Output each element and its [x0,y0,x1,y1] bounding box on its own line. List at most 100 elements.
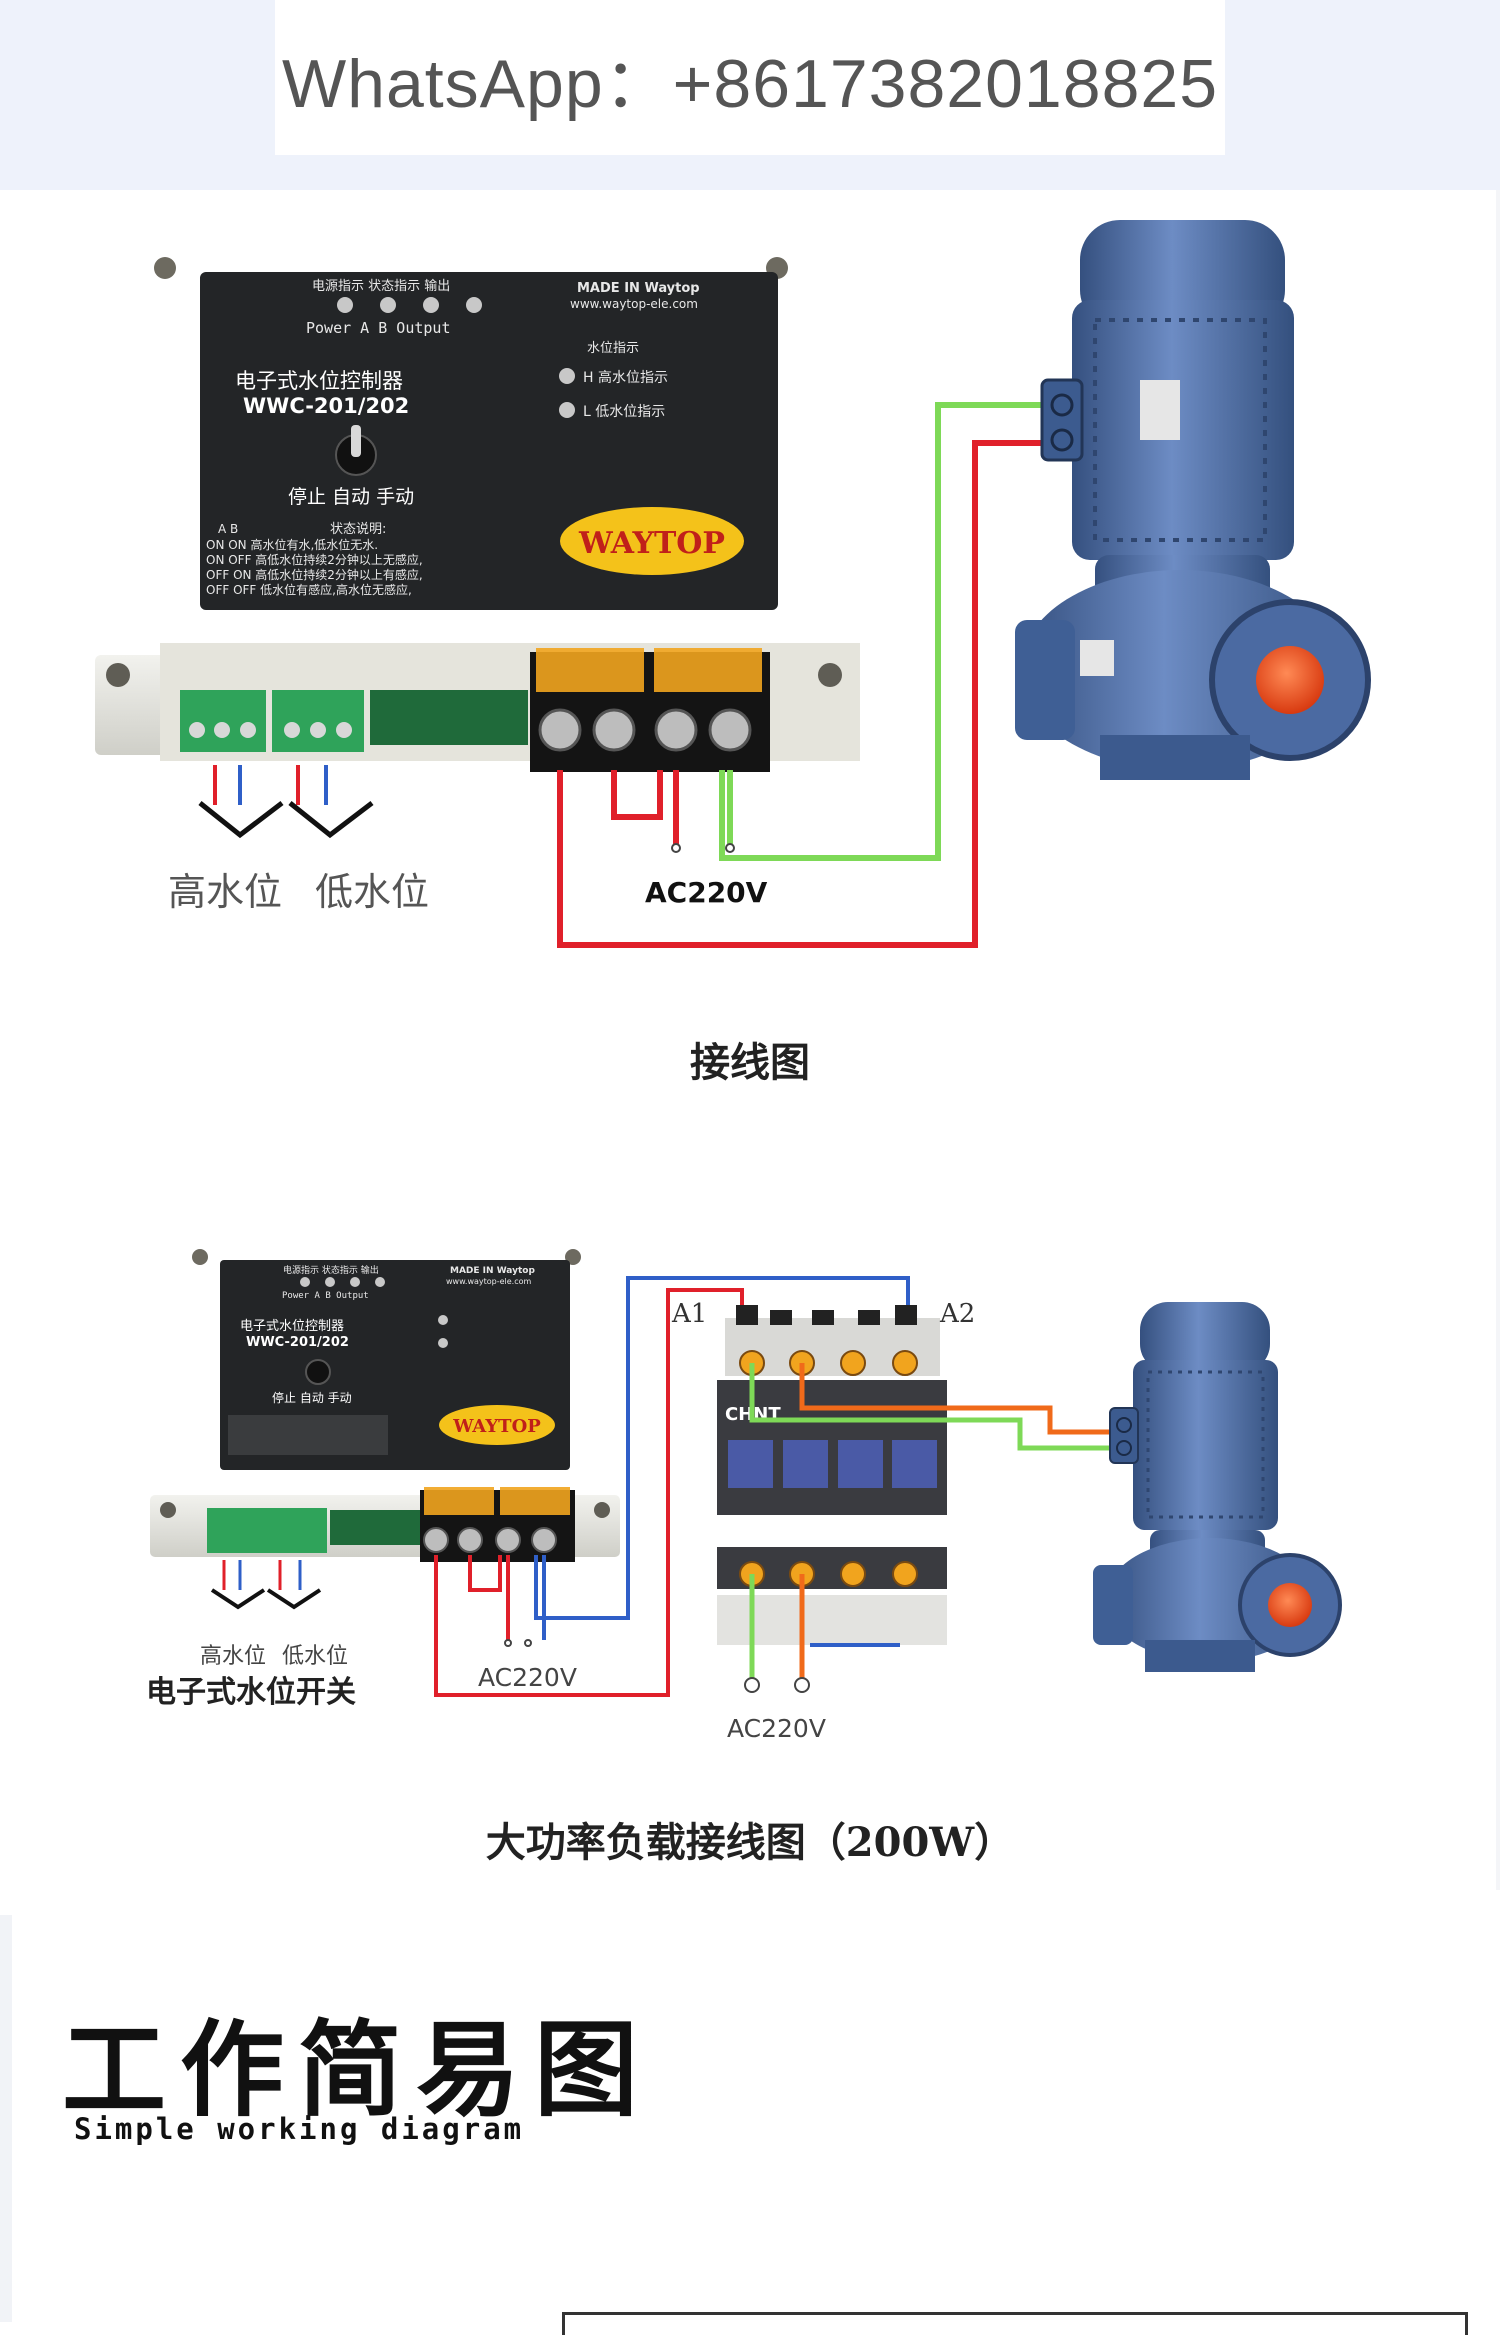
terminal-cover [424,1487,494,1515]
ac220v-left-label: AC220V [478,1663,577,1692]
contact-screw-icon [840,1561,866,1587]
power-screw-icon [531,1527,557,1553]
power-screw-icon [495,1527,521,1553]
brand-logo-icon [439,1405,555,1445]
l-led-icon [559,402,575,418]
circuit-board [330,1510,420,1545]
circuit-board [370,690,528,745]
output-led-icon [466,297,482,313]
switch-name-label: 电子式水位开关 [146,1675,356,1710]
high-level-label: 高水位 [200,1644,266,1669]
content-frame-edge [562,2312,1468,2335]
power-wires-1 [557,402,1048,948]
contactor: CHNT [717,1305,947,1647]
l-level-label: L 低水位指示 [583,404,665,420]
led-icon [300,1277,310,1287]
terminal-screw-icon [214,722,230,738]
control-wires-2 [434,1276,910,1697]
terminal-cover-left [536,648,644,692]
power-screw-icon [592,708,636,752]
section-subtitle: Simple working diagram [74,2112,525,2146]
led-icon [325,1277,335,1287]
status-row-3: OFF ON 高低水位持续2分钟以上有感应, [206,567,423,582]
mount-hole-icon [106,663,130,687]
diagram1: 电源指示 状态指示 输出 Power A B Output MADE IN Wa… [95,220,1371,948]
made-in-label: MADE IN Waytop [577,281,700,296]
power-screw-icon [708,708,752,752]
terminal-screw-icon [240,722,256,738]
mount-hole-icon [160,1502,176,1518]
status-header: A B [218,522,238,536]
left-edge-strip [0,1915,12,2322]
load-wires-2 [744,1363,1120,1693]
ac220v-right-label: AC220V [727,1714,826,1743]
mount-hole-icon [565,1249,581,1265]
right-edge-strip [1496,190,1500,1890]
led-icon [375,1277,385,1287]
brand-name: WAYTOP [452,1416,541,1437]
sensor-probe-wires-1 [198,765,374,839]
a2-terminal-label: A2 [939,1299,975,1329]
website-label: www.waytop-ele.com [446,1277,532,1286]
status-row-4: OFF OFF 低水位有感应,高水位无感应, [206,582,412,597]
indicator-cn-label: 电源指示 状态指示 输出 [312,278,450,294]
mount-hole-icon [594,1502,610,1518]
contact-screw-icon [840,1350,866,1376]
device-model: WWC-201/202 [243,394,409,418]
led-icon [350,1277,360,1287]
indicator-en-label: Power A B Output [306,319,451,337]
power-screw-icon [423,1527,449,1553]
power-led-icon [337,297,353,313]
device-name-cn: 电子式水位控制器 [235,369,403,393]
device-model: WWC-201/202 [246,1335,349,1350]
diagram1-caption: 接线图 [690,1039,810,1086]
mount-hole-icon [192,1249,208,1265]
diagram2-caption: 大功率负载接线图（200W） [485,1819,1015,1866]
sensor-terminal-block [207,1508,327,1553]
low-level-label: 低水位 [315,870,429,914]
water-pump-icon [1093,1302,1342,1672]
status-table [228,1415,388,1455]
terminal-screw-icon [284,722,300,738]
controller-panel-2: 电源指示 状态指示 输出 Power A B Output MADE IN Wa… [150,1249,620,1562]
status-title: 状态说明: [330,522,386,537]
switch-modes-label: 停止 自动 手动 [288,486,414,508]
brand-logo-icon [560,507,744,575]
status-b-led-icon [423,297,439,313]
power-screw-icon [538,708,582,752]
indicator-en-label: Power A B Output [282,1291,369,1301]
status-a-led-icon [380,297,396,313]
status-row-1: ON ON 高水位有水,低水位无水. [206,537,378,552]
diagram2: 电源指示 状态指示 输出 Power A B Output MADE IN Wa… [146,1249,1342,1743]
indicator-cn-label: 电源指示 状态指示 输出 [283,1264,379,1276]
h-level-label: H 高水位指示 [583,369,668,386]
switch-modes-label: 停止 自动 手动 [272,1390,352,1405]
made-in-label: MADE IN Waytop [450,1266,535,1276]
low-level-label: 低水位 [282,1644,348,1669]
power-screw-icon [457,1527,483,1553]
section-title: 工作简易图 [62,2009,653,2131]
terminal-screw-icon [189,722,205,738]
a1-terminal-label: A1 [671,1299,707,1329]
mode-knob-icon [305,1359,331,1385]
h-led-icon [559,368,575,384]
h-led-icon [438,1315,448,1325]
contact-screw-icon [892,1350,918,1376]
terminal-screw-icon [310,722,326,738]
website-label: www.waytop-ele.com [570,297,698,311]
sensor-probe-wires-2 [210,1560,322,1610]
controller-panel-1: 电源指示 状态指示 输出 Power A B Output MADE IN Wa… [95,257,860,772]
sensor-terminal-block-high [180,690,266,752]
brand-name: WAYTOP [578,526,725,561]
sensor-terminal-block-low [272,690,364,752]
whatsapp-contact: WhatsApp：+8617382018825 [281,46,1219,122]
terminal-screw-icon [336,722,352,738]
power-screw-icon [654,708,698,752]
terminal-cover [500,1487,570,1515]
l-led-icon [438,1338,448,1348]
whatsapp-banner: WhatsApp：+8617382018825 [275,0,1225,155]
contact-screw-icon [892,1561,918,1587]
water-pump-icon [1015,220,1371,780]
knob-lever-icon [351,425,361,457]
